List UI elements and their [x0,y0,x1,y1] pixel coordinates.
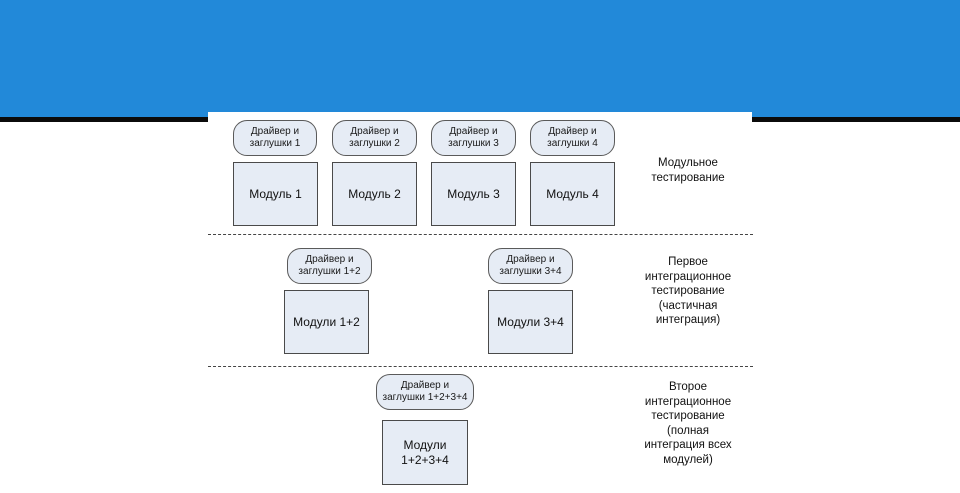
module-1: Модуль 1 [233,162,318,226]
stage-divider-1 [208,234,753,235]
module-2: Модуль 2 [332,162,417,226]
stub-driver-3: Драйвер и заглушки 3 [431,120,516,156]
stub-driver-1: Драйвер и заглушки 1 [233,120,317,156]
stage-label-unit: Модульное тестирование [651,157,725,184]
modules-1-2-3-4: Модули 1+2+3+4 [382,420,468,485]
header-band [0,0,960,118]
stage-label-full-integration: Второе интеграционное тестирование (полн… [644,381,732,466]
modules-1-2: Модули 1+2 [284,290,369,354]
stub-driver-2: Драйвер и заглушки 2 [332,120,417,156]
stub-driver-1-2-3-4: Драйвер и заглушки 1+2+3+4 [376,374,474,410]
stub-driver-3-4: Драйвер и заглушки 3+4 [488,248,573,284]
integration-testing-diagram: Драйвер и заглушки 1 Драйвер и заглушки … [208,112,753,493]
stub-driver-1-2: Драйвер и заглушки 1+2 [287,248,372,284]
stage-divider-2 [208,366,753,367]
modules-3-4: Модули 3+4 [488,290,573,354]
stub-driver-4: Драйвер и заглушки 4 [530,120,615,156]
module-3: Модуль 3 [431,162,516,226]
stage-label-partial-integration: Первое интеграционное тестирование (част… [644,256,732,326]
module-4: Модуль 4 [530,162,615,226]
